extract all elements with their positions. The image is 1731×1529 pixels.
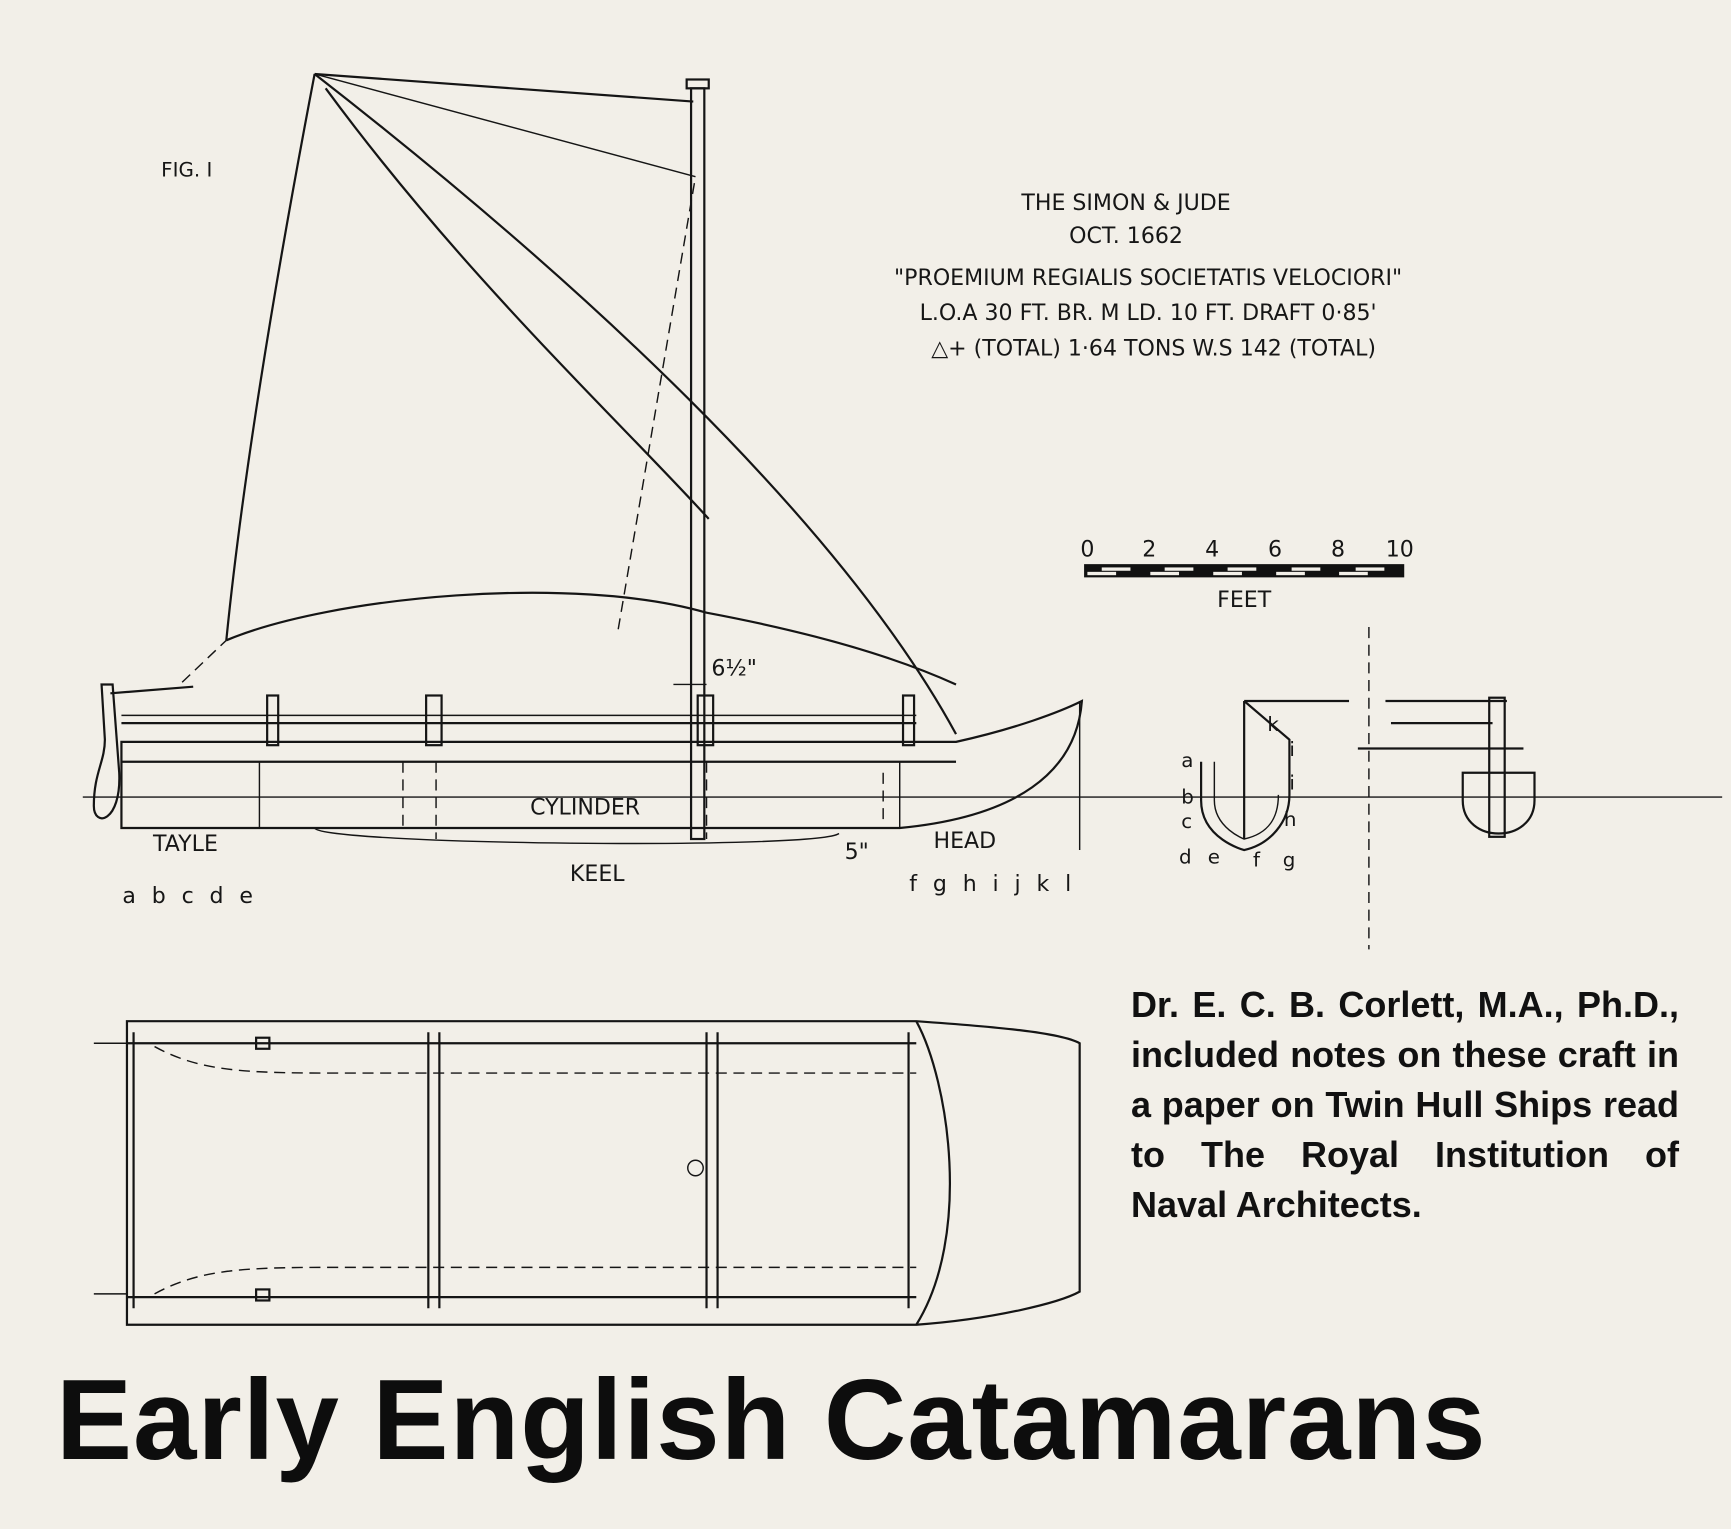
section-letter: f [1253,849,1261,872]
section-letter: a [1181,749,1193,772]
caption: Dr. E. C. B. Corlett, M.A., Ph.D., inclu… [1131,984,1679,1225]
section-letter: g [1283,849,1296,872]
sail [181,72,957,735]
vessel-name: THE SIMON & JUDE [1020,191,1230,216]
scale-tick: 6 [1268,537,1282,562]
figure-label: FIG. I [161,159,212,182]
vessel-displacement: △+ (TOTAL) 1·64 TONS W.S 142 (TOTAL) [931,336,1376,361]
mast [685,78,710,841]
scale-tick: 4 [1205,537,1219,562]
scale-tick: 0 [1080,537,1094,562]
hull-sections: a b c d e f g h i i k [1179,627,1536,950]
article-title: Early English Catamarans [56,1357,1487,1484]
section-letter: h [1284,808,1297,831]
section-letter: i [1289,738,1295,761]
label-mast-dimension: 6½" [711,657,757,682]
section-letter: k [1267,713,1279,736]
hull-elevation [92,683,1084,851]
hull-plan-view [93,1020,1081,1326]
section-letter: d [1179,845,1192,868]
scale-tick: 2 [1142,537,1156,562]
stations-aft: a b c d e [122,884,253,909]
section-letter: e [1208,845,1220,868]
scale-bar: 0 2 4 6 8 10 FEET [1080,537,1413,613]
label-tayle: TAYLE [152,832,218,857]
vessel-motto: "PROEMIUM REGIALIS SOCIETATIS VELOCIORI" [894,266,1402,291]
label-keel: KEEL [570,862,625,887]
scale-unit: FEET [1217,588,1272,613]
vessel-date: OCT. 1662 [1069,224,1183,249]
label-keel-depth: 5" [845,840,869,865]
scale-tick: 8 [1331,537,1345,562]
section-letter: b [1181,786,1194,809]
label-cylinder: CYLINDER [530,796,640,821]
stations-fwd: f g h i j k l [909,872,1071,897]
vessel-dimensions: L.O.A 30 FT. BR. M LD. 10 FT. DRAFT 0·85… [920,301,1377,326]
label-head: HEAD [934,829,997,854]
section-letter: c [1181,810,1192,833]
scale-tick: 10 [1386,537,1414,562]
section-letter: i [1289,771,1295,794]
